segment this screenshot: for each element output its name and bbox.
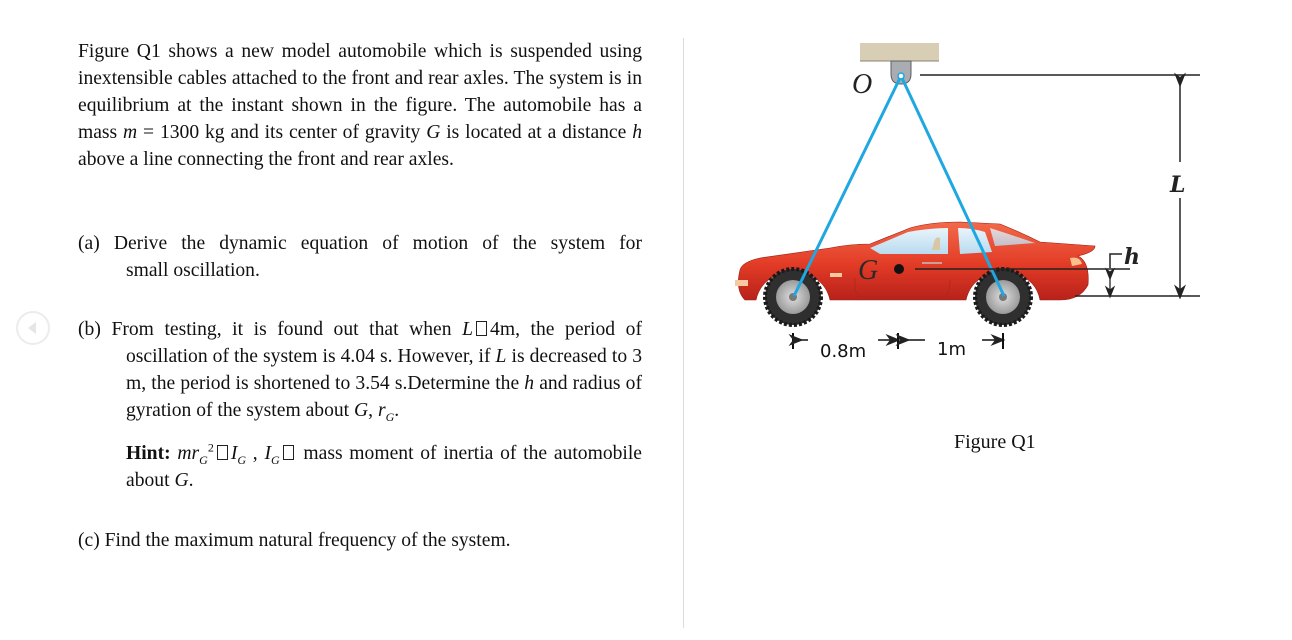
chevron-left-icon [28,322,36,334]
var-I: I [264,443,271,464]
problem-intro: Figure Q1 shows a new model automobile w… [78,38,642,173]
car-illustration [735,221,1096,327]
part-a: (a) Derive the dynamic equation of motio… [78,230,642,284]
var-G: G [174,470,189,491]
var-h: h [524,373,535,394]
front-cable [792,77,902,297]
var-r: r [377,400,386,421]
part-a-label: (a) [78,233,100,254]
part-c-text: Find the maximum natural frequency of th… [104,530,511,551]
sup-2: 2 [207,440,214,455]
hint-text: mass moment of inertia of the automobile… [126,443,642,491]
ceiling-support [860,43,939,61]
column-divider [683,38,684,628]
intro-text: Figure Q1 shows a new model automobile w… [78,41,642,143]
intro-paragraph: Figure Q1 shows a new model automobile w… [78,38,642,173]
part-c-label: (c) [78,530,100,551]
var-m: m [123,122,138,143]
sub-G: G [270,452,280,467]
intro-mid: is located at a distance [440,122,633,143]
height-label: h [1124,244,1140,270]
period: . [394,400,400,421]
part-b-line1-pre: From testing, it is found out that when [111,319,463,340]
var-mr: mr [177,443,200,464]
var-L: L [462,319,474,340]
part-b-label: (b) [78,319,101,340]
var-G: G [426,122,441,143]
sep: , [368,400,378,421]
rear-distance-label: 1m [937,339,966,360]
length-label: L [1169,172,1185,198]
previous-button[interactable] [16,311,50,345]
part-b-cont-pre: oscillation of the system is 4.04 s. How… [126,346,496,367]
front-wheel [763,267,823,327]
part-a-line1: Derive the dynamic equation of motion of… [113,233,642,254]
part-a-line2: small oscillation. [126,260,260,281]
cg-label: G [858,255,878,286]
intro-eq: = 1300 kg and its center of gravity [137,122,421,143]
part-b: (b) From testing, it is found out that w… [78,316,642,424]
part-b-cont-mid: is decreased to 3 m, the period is short… [126,346,642,394]
part-b-line1-post: 4m, the period of [490,319,642,340]
period: . [188,470,194,491]
sub-G: G [237,452,247,467]
part-b-continuation: oscillation of the system is 4.04 s. How… [78,343,642,424]
missing-glyph-box [282,445,294,460]
rear-cable [900,77,1006,297]
sub-G: G [385,409,395,424]
sep: , [246,443,265,464]
hint-label: Hint: [126,443,171,464]
front-distance-label: 0.8m [820,341,866,362]
part-b-cont-mid2: and radius of gyration of the system abo… [126,373,642,421]
var-G: G [354,400,369,421]
intro-end: above a line connecting the front and re… [78,149,454,170]
missing-glyph-box [476,321,488,336]
wheelbase-dimension [788,333,1006,349]
figure-caption: Figure Q1 [954,431,1036,453]
sub-G: G [199,452,208,467]
missing-glyph-box [216,445,228,460]
var-h: h [632,122,642,143]
part-c: (c) Find the maximum natural frequency o… [78,527,642,554]
cg-dot [894,264,904,274]
var-L: L [495,346,507,367]
var-I: I [230,443,238,464]
rear-wheel [973,267,1033,327]
pivot-label: O [852,69,872,100]
